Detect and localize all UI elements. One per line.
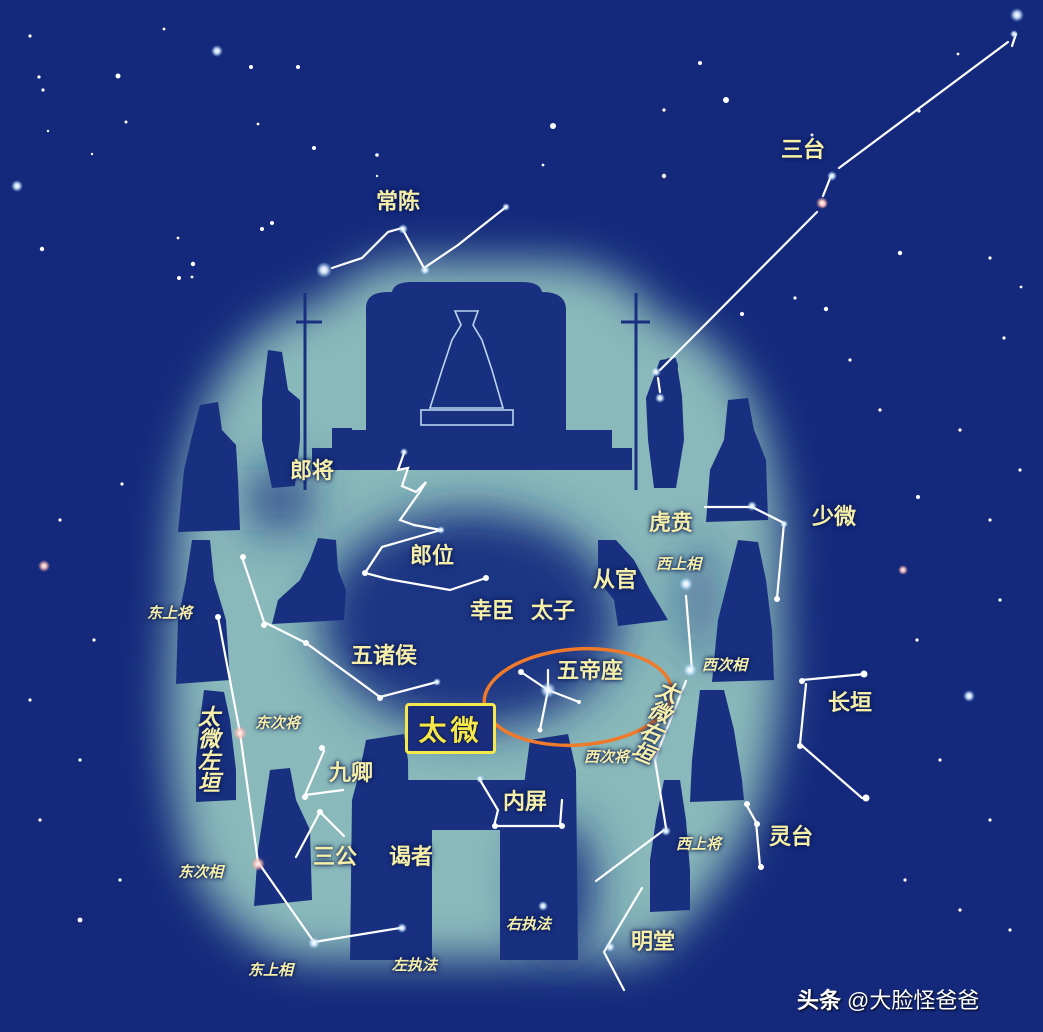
label-xingchen: 幸臣 bbox=[470, 599, 515, 624]
watermark-handle: @大脸怪爸爸 bbox=[847, 988, 980, 1013]
label-wuzhuhou: 五诸侯 bbox=[351, 644, 418, 669]
title-text: 太微 bbox=[418, 713, 483, 747]
label-huben: 虎贲 bbox=[649, 511, 694, 536]
title-badge: 太微 bbox=[405, 703, 496, 754]
label-xicijiang: 西次将 bbox=[584, 748, 630, 766]
label-langwei: 郎位 bbox=[410, 544, 455, 569]
label-neiping: 内屏 bbox=[503, 790, 548, 815]
label-langjiang: 郎将 bbox=[290, 459, 335, 484]
label-xicixiang: 西次相 bbox=[702, 656, 748, 674]
label-shaowei: 少微 bbox=[812, 505, 857, 530]
label-zuozhifa: 左执法 bbox=[392, 956, 438, 974]
figures bbox=[176, 350, 774, 960]
label-taizi: 太子 bbox=[531, 599, 576, 624]
label-sangong: 三公 bbox=[313, 845, 358, 870]
constellation-stars bbox=[215, 8, 1024, 952]
throne-hall bbox=[312, 282, 632, 470]
label-xishangjiang: 西上将 bbox=[676, 835, 722, 853]
watermark: 头条@大脸怪爸爸 bbox=[797, 983, 979, 1015]
label-congguan: 从官 bbox=[593, 568, 638, 593]
label-changyuan: 长垣 bbox=[828, 691, 873, 716]
label-left-wall: 太微左垣 bbox=[194, 705, 220, 793]
label-dongcixiang: 东次相 bbox=[178, 863, 224, 881]
background-stars bbox=[11, 27, 1023, 932]
label-lingtai: 灵台 bbox=[769, 825, 814, 850]
halberd-left bbox=[296, 293, 322, 490]
label-yezhe: 谒者 bbox=[389, 845, 434, 870]
label-jiuqing: 九卿 bbox=[329, 761, 374, 786]
label-xishangxiang: 西上相 bbox=[656, 555, 702, 573]
label-changchen: 常陈 bbox=[376, 190, 421, 215]
label-dongshangjiang: 东上将 bbox=[147, 604, 193, 622]
watermark-brand: 头条 bbox=[797, 988, 842, 1013]
label-santai: 三台 bbox=[781, 138, 826, 163]
halberd-right bbox=[621, 293, 650, 490]
label-dongshangxiang: 东上相 bbox=[248, 961, 294, 979]
label-youzhifa: 右执法 bbox=[506, 915, 552, 933]
label-mingtang: 明堂 bbox=[631, 930, 676, 955]
label-dongcijiang: 东次将 bbox=[255, 714, 301, 732]
label-wudizuo: 五帝座 bbox=[557, 659, 624, 684]
